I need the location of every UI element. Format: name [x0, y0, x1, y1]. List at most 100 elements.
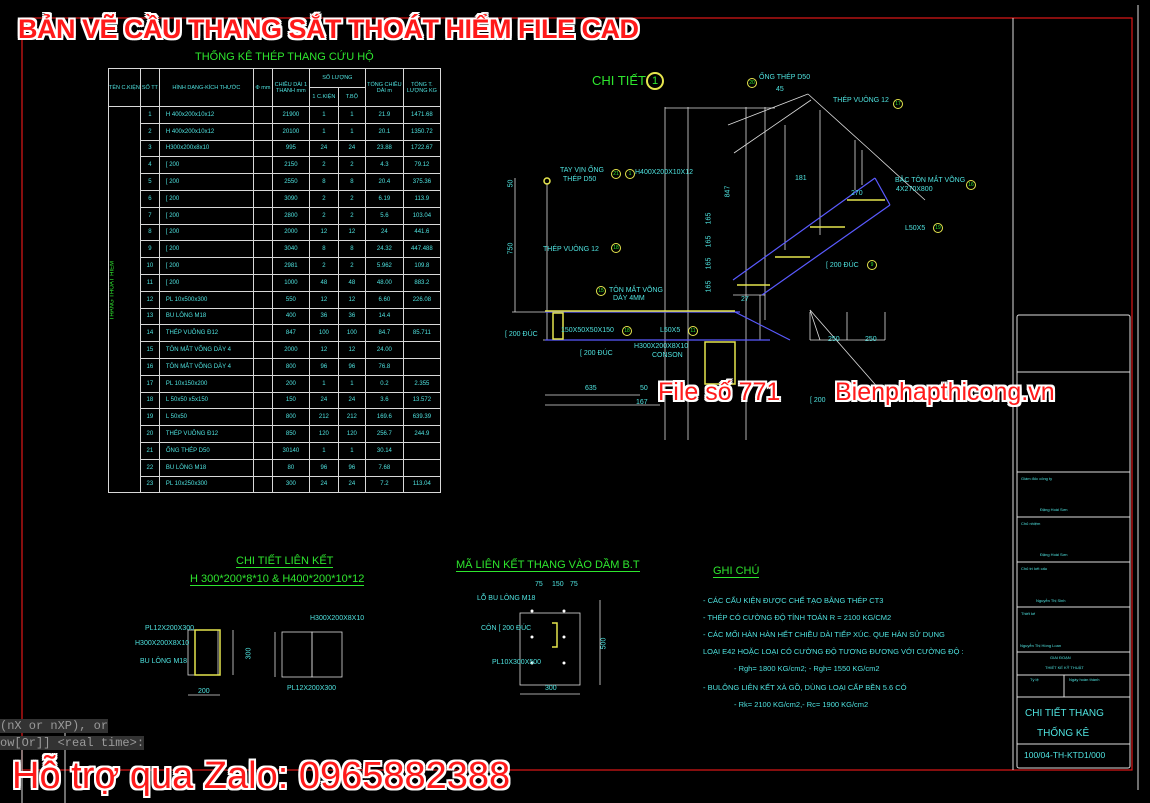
titleblock-c: Chủ trì kết cấu — [1021, 566, 1048, 571]
cell-len: 300 — [271, 475, 310, 494]
detail-label-conson: CONSON — [652, 352, 683, 359]
connection-label: BU LÔNG M18 — [140, 658, 188, 665]
callout-circle-c21: 21 — [611, 169, 621, 179]
detail-label-ong: ỐNG THÉP D50 — [759, 74, 811, 81]
callout-circle-c17: 17 — [893, 99, 903, 109]
callout-circle-c18b: 18 — [622, 326, 632, 336]
cell-tw: 113.04 — [402, 475, 441, 494]
cell-tw: 85.711 — [402, 324, 441, 343]
watermark-file-text: File số 771 — [658, 378, 781, 406]
callout-circle-c18: 18 — [611, 243, 621, 253]
ma-lienket-title: MÃ LIÊN KẾT THANG VÀO DẦM B.T — [456, 559, 640, 572]
connection-label: 500 — [600, 637, 608, 650]
titleblock-d2: Nguyễn Thị Hồng Loan — [1020, 643, 1062, 648]
detail-label-d45: 45 — [776, 86, 784, 93]
titleblock-f2: Ngày hoàn thành — [1069, 677, 1100, 682]
table-title: THỐNG KÊ THÉP THANG CỨU HỘ — [195, 51, 374, 63]
command-history-line: (nX or nXP), or — [0, 719, 109, 733]
detail-label-d167: 167 — [636, 399, 648, 406]
connection-label: H300X200X8X10 — [135, 640, 190, 647]
detail-label-d270: 270 — [851, 190, 863, 197]
cell-tw: 109.8 — [402, 257, 441, 275]
detail-label-d181: 181 — [795, 175, 807, 182]
drawing-code: 100/04-TH-KTD1/000 — [1024, 750, 1106, 760]
drawing-name-2: THỐNG KÊ — [1037, 728, 1090, 739]
note-line: - BULÔNG LIÊN KẾT XÀ GỒ, DÙNG LOẠI CẤP B… — [703, 683, 907, 692]
titleblock-a: Giám đốc công ty — [1021, 476, 1053, 481]
callout-circle-c11: 11 — [688, 326, 698, 336]
titleblock-e1: GIAI ĐOẠN — [1050, 655, 1071, 660]
connection-label: 75 — [570, 581, 578, 588]
detail-label-bac2: 4X270X800 — [896, 186, 933, 193]
callout-circle-c1: 1 — [625, 169, 635, 179]
watermark-site-text: Bienphapthicong.vn — [835, 378, 1055, 406]
callout-circle-c16: 16 — [966, 180, 976, 190]
titleblock-d: Thiết kế — [1021, 611, 1036, 616]
detail-label-c200a: [ 200 ĐÚC — [826, 262, 859, 269]
titleblock-e2: THIẾT KẾ KỸ THUẬT — [1045, 665, 1084, 670]
detail-label-l150: 150X50X50X150 — [561, 327, 614, 334]
connection-label: 200 — [198, 688, 210, 695]
callout-circle-c15: 15 — [596, 286, 606, 296]
detail-label-d27: 27 — [741, 296, 749, 303]
detail-label-d250b: 250 — [865, 336, 877, 343]
watermark-site: Bienphapthicong.vn — [835, 378, 1055, 407]
col-total-length: TỔNG CHIỀU DÀI m — [364, 68, 404, 107]
detail-label-c200d: [ 200 — [810, 397, 826, 404]
titleblock-c2: Nguyễn Thị Sinh — [1036, 598, 1066, 603]
detail-label-c200c: [ 200 ĐÚC — [580, 350, 613, 357]
detail-label-bac1: BẬC TÔN MẮT VÕNG — [895, 177, 966, 184]
lienket-title: CHI TIẾT LIÊN KẾT — [236, 555, 334, 568]
connection-label: 300 — [245, 647, 253, 660]
connection-label: CÔN [ 200 ĐÚC — [481, 625, 532, 632]
watermark-zalo: Hỗ trợ qua Zalo: 0965882388 — [12, 754, 510, 798]
detail-label-h300: H300X200X8X10 — [634, 343, 689, 350]
connection-label: H300X200X8X10 — [310, 615, 365, 622]
detail-label-d250a: 250 — [828, 336, 840, 343]
command-prompt-line[interactable]: ow[Or]] <real time>: — [0, 736, 145, 750]
detail-label-l50: L50X5 — [905, 225, 926, 232]
detail-label-tayvin2: THÉP D50 — [563, 176, 597, 183]
callout-circle-c19: 19 — [933, 223, 943, 233]
connection-label: 75 — [535, 581, 543, 588]
detail-label-h400: H400X200X10X12 — [635, 169, 693, 176]
callout-circle-c9: 9 — [867, 260, 877, 270]
titleblock-b: Chủ nhiệm — [1021, 521, 1041, 526]
detail-label-ton2: DÀY 4MM — [613, 295, 645, 302]
connection-label: 150 — [552, 581, 564, 588]
detail-label-ton1: TÔN MẮT VÕNG — [609, 287, 663, 294]
cell-tw: 441.6 — [402, 223, 441, 242]
connection-label: PL10X300X500 — [492, 659, 542, 666]
callout-circle-c20: 20 — [747, 78, 757, 88]
note-line: - Rk= 2100 KG/cm2,- Rc= 1900 KG/cm2 — [734, 700, 869, 709]
detail-title: CHI TIẾT — [592, 73, 646, 88]
connection-label: 300 — [545, 685, 557, 692]
connection-label: PL12X200X300 — [145, 625, 195, 632]
titleblock-a2: Đặng Hoài Sơn — [1040, 507, 1068, 512]
titleblock-f1: Tỷ lệ — [1030, 677, 1039, 682]
connection-label: LỖ BU LÔNG M18 — [477, 595, 536, 602]
cell-shape: PL 10x250x300 — [158, 475, 254, 494]
col-shape: HÌNH DẠNG-KÍCH THƯỚC — [158, 68, 254, 107]
notes-title: GHI CHÚ — [713, 565, 760, 578]
cell-tw: 883.2 — [402, 273, 441, 292]
titleblock-b2: Đặng Hoài Sơn — [1040, 552, 1068, 557]
detail-label-d635: 635 — [585, 385, 597, 392]
watermark-zalo-text: Hỗ trợ qua Zalo: 0965882388 — [12, 755, 511, 797]
note-line: - CÁC MỐI HÀN HÀN HẾT CHIỀU DÀI TIẾP XÚC… — [703, 630, 945, 639]
lienket-subtitle: H 300*200*8*10 & H400*200*10*12 — [190, 573, 365, 586]
